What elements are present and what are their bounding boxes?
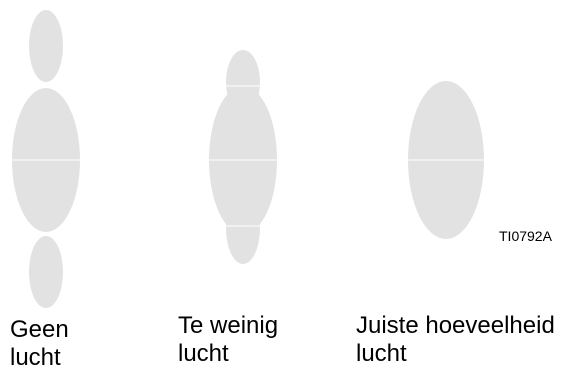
caption-line-2: lucht — [178, 340, 278, 368]
caption-line-1: Geen — [10, 316, 69, 344]
spray-pattern-no-air — [12, 10, 80, 308]
caption-correct-air: Juiste hoeveelheid lucht — [356, 312, 555, 368]
caption-line-2: lucht — [10, 344, 69, 372]
caption-line-1: Juiste hoeveelheid — [356, 312, 555, 340]
bottom-lobe — [29, 236, 63, 308]
caption-line-1: Te weinig — [178, 312, 278, 340]
caption-too-little-air: Te weinig lucht — [178, 312, 278, 368]
caption-no-air: Geen lucht — [10, 316, 69, 372]
top-lobe — [29, 10, 63, 82]
caption-line-2: lucht — [356, 340, 555, 368]
figure-id-label: TI0792A — [499, 228, 552, 244]
spray-pattern-too-little-air — [209, 50, 277, 264]
spray-pattern-correct-air — [408, 81, 484, 239]
